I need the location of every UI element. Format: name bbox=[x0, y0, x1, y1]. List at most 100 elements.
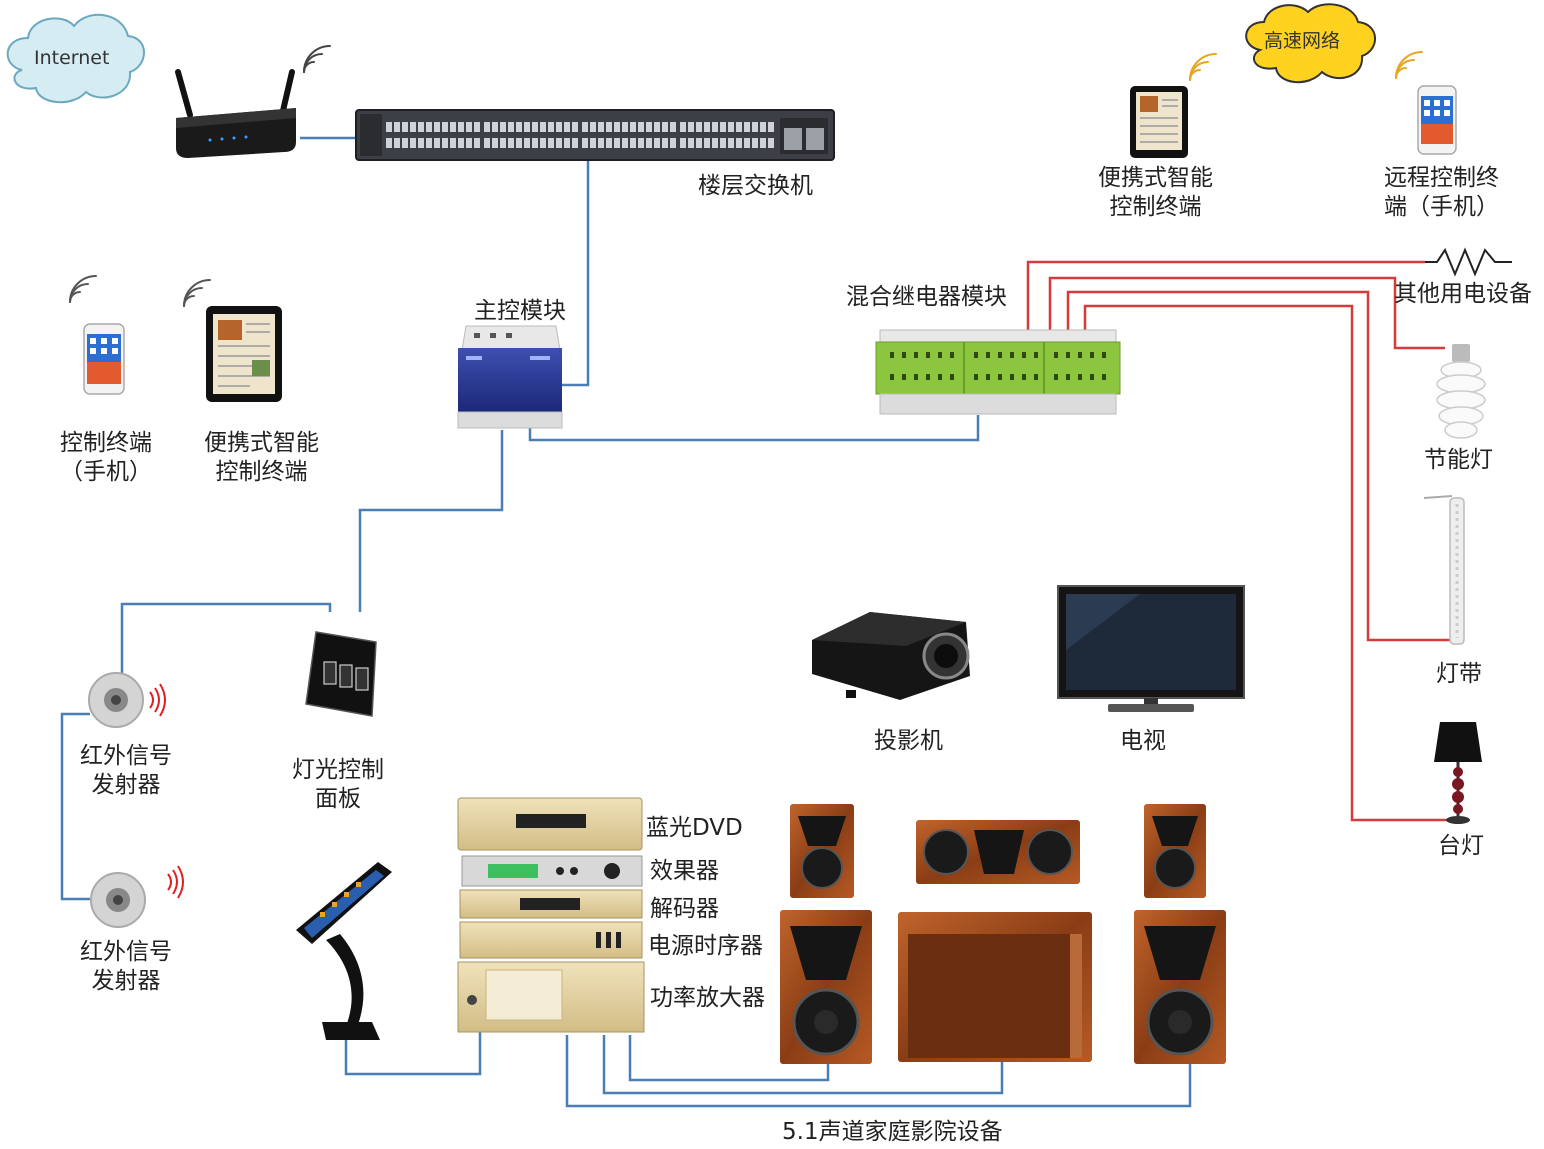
relay-terminal bbox=[986, 374, 990, 380]
relay-terminal bbox=[1078, 374, 1082, 380]
switch-port bbox=[402, 122, 408, 132]
switch-port bbox=[712, 138, 718, 148]
effects-label: 效果器 bbox=[650, 858, 719, 884]
remote-phone-label-line2: 端（手机） bbox=[1384, 194, 1499, 220]
relay-terminal bbox=[1054, 352, 1058, 358]
relay-terminal bbox=[1054, 374, 1058, 380]
tablet-icon bbox=[206, 306, 282, 402]
relay-terminal bbox=[1102, 352, 1106, 358]
switch-port bbox=[760, 122, 766, 132]
router-icon bbox=[175, 69, 296, 158]
switch-port bbox=[768, 138, 774, 148]
switch-port bbox=[606, 138, 612, 148]
switch-port bbox=[474, 122, 480, 132]
switch-port bbox=[688, 122, 694, 132]
switch-port bbox=[598, 138, 604, 148]
relay-strip-line bbox=[1066, 290, 1452, 642]
relay-terminal bbox=[1022, 352, 1026, 358]
switch-port bbox=[442, 138, 448, 148]
tablet-left-label: 便携式智能 控制终端 bbox=[204, 429, 319, 487]
switch-port bbox=[622, 122, 628, 132]
switch-port bbox=[434, 122, 440, 132]
relay-terminal bbox=[890, 374, 894, 380]
tablet-icon bbox=[1130, 86, 1188, 158]
switch-port bbox=[728, 138, 734, 148]
amp-rspeaker-link bbox=[565, 1035, 1192, 1108]
relay-terminal bbox=[986, 352, 990, 358]
relay-terminal bbox=[950, 374, 954, 380]
tablet-left-label-line2: 控制终端 bbox=[215, 459, 308, 485]
switch-port bbox=[654, 122, 660, 132]
switch-port bbox=[484, 122, 490, 132]
relay-other-line bbox=[1026, 260, 1425, 330]
ir1-label-line1: 红外信号 bbox=[80, 743, 172, 769]
switch-port bbox=[638, 122, 644, 132]
switch-port bbox=[532, 122, 538, 132]
relay-terminal bbox=[902, 352, 906, 358]
switch-port bbox=[564, 138, 570, 148]
wifi-icon bbox=[183, 279, 211, 307]
speaker-icon bbox=[780, 910, 872, 1064]
ir-emitter-icon bbox=[90, 865, 184, 928]
switch-port bbox=[662, 122, 668, 132]
switch-port bbox=[736, 138, 742, 148]
switch-port bbox=[402, 138, 408, 148]
switch-port bbox=[410, 122, 416, 132]
main-module-label: 主控模块 bbox=[474, 298, 566, 324]
phone-icon bbox=[1417, 85, 1457, 155]
switch-port bbox=[712, 122, 718, 132]
switch-port bbox=[582, 122, 588, 132]
cfl-label: 节能灯 bbox=[1424, 447, 1493, 473]
switch-port bbox=[394, 138, 400, 148]
switch-port bbox=[386, 138, 392, 148]
phone-left-label-line1: 控制终端 bbox=[60, 430, 152, 456]
relay-terminal bbox=[938, 352, 942, 358]
amplifier-label: 功率放大器 bbox=[650, 985, 765, 1011]
switch-port bbox=[556, 122, 562, 132]
switch-port bbox=[418, 122, 424, 132]
center-speaker-icon bbox=[916, 820, 1080, 884]
switch-port bbox=[492, 138, 498, 148]
switch-port bbox=[524, 122, 530, 132]
switch-port bbox=[744, 122, 750, 132]
switch-port bbox=[638, 138, 644, 148]
switch-port bbox=[508, 138, 514, 148]
switch-port bbox=[622, 138, 628, 148]
touch-kiosk-icon bbox=[296, 862, 392, 1040]
relay-terminal bbox=[926, 352, 930, 358]
switch-port bbox=[752, 138, 758, 148]
switch-port bbox=[704, 122, 710, 132]
ir2-label-line2: 发射器 bbox=[91, 968, 161, 994]
led-strip-icon bbox=[1423, 495, 1465, 645]
relay-module-icon bbox=[875, 329, 1121, 415]
switch-port bbox=[630, 138, 636, 148]
main-module-icon bbox=[457, 325, 563, 429]
relay-terminal bbox=[890, 352, 894, 358]
switch-port bbox=[736, 122, 742, 132]
tv-label: 电视 bbox=[1120, 728, 1166, 754]
switch-port bbox=[646, 138, 652, 148]
ir-ir-link bbox=[60, 712, 90, 901]
relay-terminal bbox=[914, 374, 918, 380]
amp-sub-link bbox=[602, 1035, 1004, 1095]
switch-port bbox=[744, 138, 750, 148]
amp-speaker-link bbox=[628, 1035, 830, 1082]
relay-lamp-line bbox=[1083, 304, 1452, 822]
kiosk-rack-link bbox=[344, 1028, 482, 1076]
speaker-icon bbox=[1144, 804, 1206, 898]
relay-terminal bbox=[998, 352, 1002, 358]
light-panel-label: 灯光控制 面板 bbox=[292, 756, 384, 814]
switch-port bbox=[474, 138, 480, 148]
sequencer-label: 电源时序器 bbox=[648, 933, 763, 959]
relay-cfl-line bbox=[1048, 276, 1445, 350]
bluray-label: 蓝光DVD bbox=[646, 815, 743, 841]
switch-port bbox=[508, 122, 514, 132]
relay-terminal bbox=[974, 374, 978, 380]
relay-terminal bbox=[974, 352, 978, 358]
tablet-left-label-line1: 便携式智能 bbox=[204, 430, 319, 456]
wifi-icon bbox=[69, 275, 97, 303]
switch-port bbox=[662, 138, 668, 148]
decoder-label: 解码器 bbox=[650, 896, 719, 922]
switch-icon bbox=[355, 109, 835, 161]
switch-port bbox=[532, 138, 538, 148]
